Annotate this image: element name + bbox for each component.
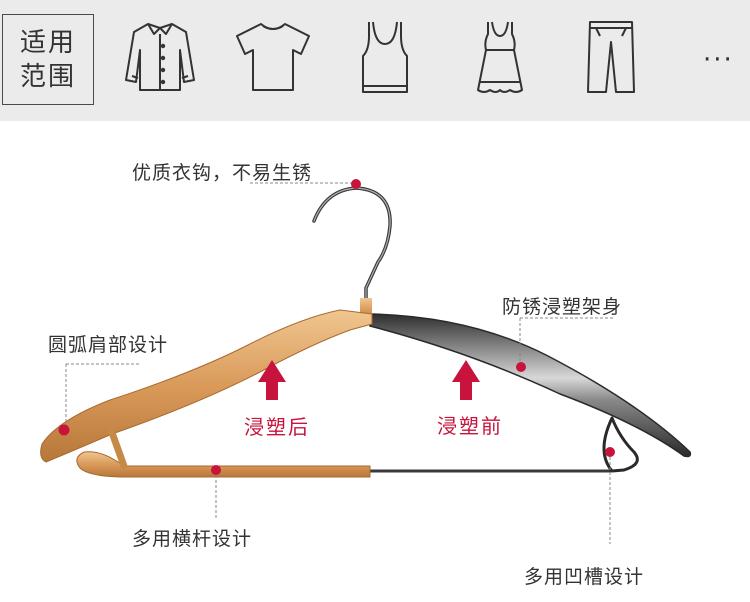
shirt-icon: [125, 23, 195, 91]
tank-top-icon: [362, 21, 408, 93]
usage-scope-bar: 适用 范围: [0, 0, 750, 121]
hanger-hook: [312, 186, 392, 308]
usage-scope-line1: 适用: [19, 27, 76, 58]
pants-icon: [587, 21, 635, 93]
callout-dot-bar: [211, 465, 221, 475]
callout-hook: 优质衣钩，不易生锈: [132, 162, 313, 184]
hanger-metal-arm: [369, 313, 692, 458]
usage-scope-label: 适用 范围: [2, 14, 94, 105]
callout-groove: 多用凹槽设计: [524, 566, 645, 588]
callout-dot-groove: [605, 447, 615, 457]
hanger-groove: [602, 416, 639, 473]
hanger-illustration: [40, 179, 692, 544]
label-after-coating: 浸塑后: [244, 415, 310, 439]
arrow-up-after-icon: [258, 360, 286, 400]
callout-dot-hook: [351, 179, 361, 189]
label-before-coating: 浸塑前: [437, 414, 503, 438]
hanger-coated-bar: [76, 451, 371, 478]
callout-shoulder: 圆弧肩部设计: [48, 334, 169, 356]
callout-bar: 多用横杆设计: [132, 528, 253, 550]
arrow-up-before-icon: [452, 360, 480, 400]
hanger-coated-arm: [40, 309, 373, 463]
more-icon[interactable]: ···: [703, 45, 734, 75]
usage-scope-line2: 范围: [19, 61, 76, 92]
tshirt-icon: [236, 23, 310, 91]
callout-dot-shoulder: [58, 424, 70, 436]
dress-icon: [477, 21, 523, 93]
callout-body: 防锈浸塑架身: [502, 296, 623, 318]
callout-dot-body: [516, 362, 526, 372]
